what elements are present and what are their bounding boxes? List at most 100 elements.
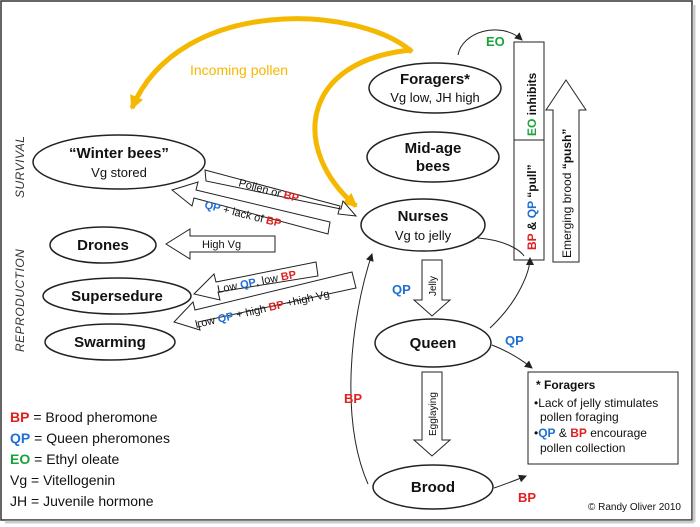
legend-bp-abbr: BP: [10, 409, 29, 425]
qp-queen-label: QP: [505, 333, 524, 348]
legend-bp-text: = Brood pheromone: [29, 409, 157, 425]
foragers-sub: Vg low, JH high: [390, 90, 480, 105]
legend-eo-text: = Ethyl oleate: [30, 451, 119, 467]
incoming-pollen-label: Incoming pollen: [190, 62, 288, 78]
node-midage-bees: Mid-age bees: [366, 131, 500, 183]
queen-to-bar-arrow: [489, 257, 534, 329]
note-rest: encourage: [587, 426, 647, 440]
qp-side-label: QP: [392, 282, 411, 297]
node-queen: Queen: [374, 318, 492, 368]
note-line2: pollen foraging: [540, 410, 619, 424]
egglaying-arrow: [412, 371, 452, 457]
low-qp-bp-arrow: [193, 261, 319, 301]
legend-row-qp: QP = Queen pheromones: [10, 430, 170, 446]
reproduction-label: REPRODUCTION: [13, 249, 27, 352]
legend-vg-abbr: Vg: [10, 472, 27, 488]
legend-jh-abbr: JH: [10, 493, 27, 509]
swarming-title: Swarming: [74, 334, 146, 351]
pull-bp: BP: [525, 233, 539, 250]
push-label: Emerging brood “push”: [560, 129, 574, 258]
drones-title: Drones: [77, 237, 129, 254]
pollen-arrow-to-winter: [129, 16, 414, 110]
supersedure-title: Supersedure: [71, 288, 163, 305]
legend-vg-text: = Vitellogenin: [27, 472, 115, 488]
node-foragers: Foragers* Vg low, JH high: [368, 62, 502, 114]
legend-qp-text: = Queen pheromones: [30, 430, 170, 446]
note-amp: &: [556, 426, 571, 440]
brood-title: Brood: [411, 479, 455, 496]
push-text: Emerging brood: [560, 169, 574, 258]
midage-line1: Mid-age: [405, 140, 462, 157]
note-title: * Foragers: [536, 378, 596, 392]
pull-label: BP & QP “pull”: [525, 164, 539, 250]
copyright: © Randy Oliver 2010: [588, 502, 681, 513]
low-qp-high-bp-arrow: [173, 271, 357, 331]
egglaying-label: Egglaying: [428, 392, 439, 436]
note-bp: BP: [570, 426, 587, 440]
brood-to-nurses-arrow: [350, 253, 374, 485]
nurses-sub: Vg to jelly: [395, 228, 452, 243]
qp-lack-qp: QP: [203, 199, 221, 214]
foragers-note: * Foragers •Lack of jelly stimulates pol…: [527, 371, 679, 465]
legend-eo-abbr: EO: [10, 451, 30, 467]
low-text: Low: [216, 280, 241, 296]
midage-line2: bees: [416, 158, 450, 175]
push-word: “push”: [560, 129, 574, 170]
pollen-or-bp: BP: [282, 189, 300, 205]
bp-bottom-label: BP: [518, 490, 536, 505]
inhibits-eo: EO: [525, 119, 539, 136]
nurses-to-bar-arrow: [477, 237, 525, 257]
note-line3: •QP & BP encourage: [534, 426, 647, 440]
note-line4: pollen collection: [540, 441, 625, 455]
pull-and: &: [525, 218, 539, 233]
note-qp: QP: [538, 426, 555, 440]
node-nurses: Nurses Vg to jelly: [360, 198, 486, 252]
node-winter-bees: “Winter bees” Vg stored: [32, 134, 206, 190]
winter-sub: Vg stored: [91, 165, 147, 180]
legend-row-vg: Vg = Vitellogenin: [10, 472, 115, 488]
node-brood: Brood: [372, 464, 494, 510]
nurses-title: Nurses: [398, 208, 449, 225]
queen-title: Queen: [410, 335, 457, 352]
low-bp: BP: [280, 269, 297, 284]
legend-qp-abbr: QP: [10, 430, 30, 446]
legend-row-bp: BP = Brood pheromone: [10, 409, 158, 425]
foragers-title: Foragers*: [400, 71, 470, 88]
low-qp-bp-label: Low QP, low BP: [216, 269, 297, 296]
node-drones: Drones: [49, 226, 157, 264]
note-line1: •Lack of jelly stimulates: [534, 396, 658, 410]
survival-label: SURVIVAL: [13, 136, 27, 198]
legend-jh-text: = Juvenile hormone: [27, 493, 154, 509]
pull-word: “pull”: [525, 164, 539, 201]
eo-label: EO: [486, 34, 505, 49]
brood-bp-arrow: [493, 474, 527, 489]
legend-row-jh: JH = Juvenile hormone: [10, 493, 154, 509]
low2-qp: QP: [217, 310, 235, 325]
legend: BP = Brood pheromone QP = Queen pheromon…: [10, 409, 170, 509]
qp-lack-bp-arrow: [170, 181, 331, 235]
bp-left-label: BP: [344, 391, 362, 406]
inhibits-label: EO inhibits: [525, 72, 539, 136]
pull-qp: QP: [525, 201, 539, 218]
high-vg-arrow: [165, 228, 276, 260]
low-qp: QP: [239, 277, 257, 292]
legend-row-eo: EO = Ethyl oleate: [10, 451, 120, 467]
note-bullet: •: [534, 426, 538, 440]
jelly-arrow: [412, 259, 452, 317]
node-swarming: Swarming: [44, 323, 176, 361]
inhibits-text: inhibits: [525, 72, 539, 115]
eo-arrow: [457, 29, 523, 56]
winter-title: “Winter bees”: [69, 145, 169, 162]
high-vg-label: High Vg: [202, 239, 241, 251]
low-comma: , low: [255, 272, 283, 289]
node-supersedure: Supersedure: [42, 277, 192, 315]
qp-lack-bp: BP: [265, 215, 283, 230]
low2-text: Low: [194, 314, 219, 331]
jelly-label: Jelly: [428, 276, 439, 296]
low2-bp: BP: [268, 299, 286, 314]
pollen-or-bp-arrow: [204, 169, 358, 217]
pollen-arrow-to-nurses: [312, 47, 413, 208]
push-arrow: [545, 79, 587, 263]
queen-qp-arrow: [491, 344, 533, 369]
